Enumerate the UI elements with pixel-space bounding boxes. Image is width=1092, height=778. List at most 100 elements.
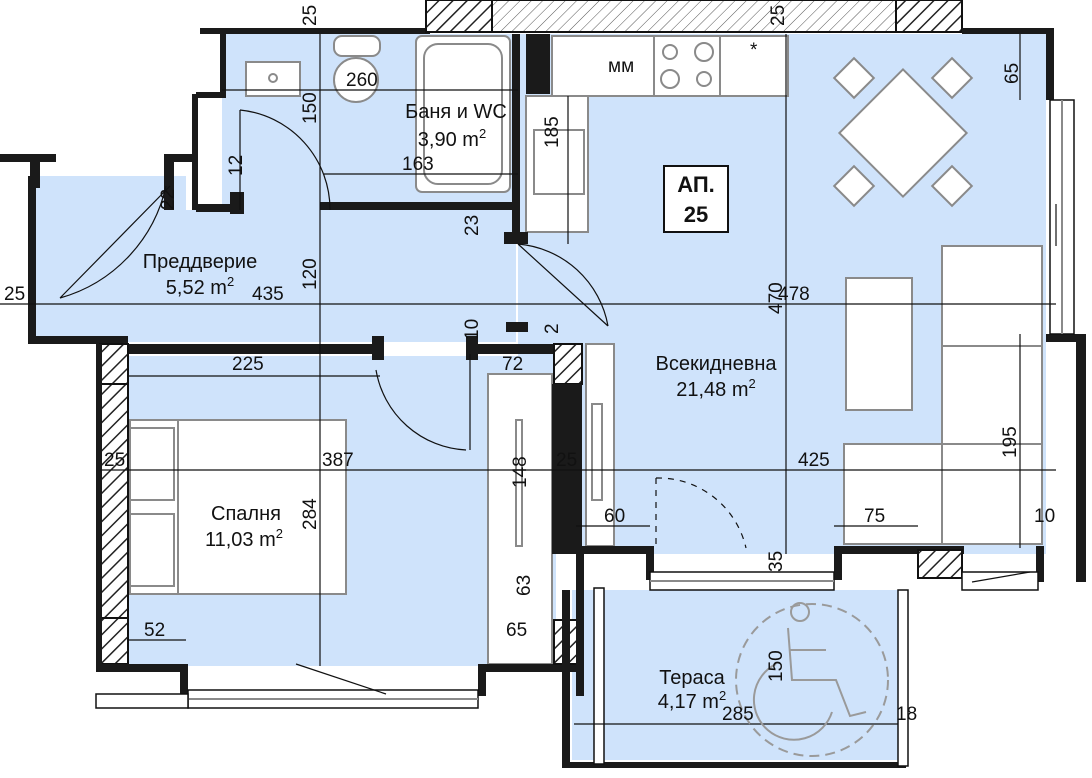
wall-bedroom-bottom <box>96 664 188 672</box>
terrace-rail-right <box>897 589 909 767</box>
room-bedroom-area-sup: 2 <box>276 526 283 541</box>
wall-hall-left-step <box>196 92 226 98</box>
dim-25-top-a: 25 <box>300 5 321 26</box>
unit-label-line1: АП. <box>677 172 715 197</box>
room-living-name: Всекидневна <box>655 353 777 375</box>
column-kitchen <box>504 232 528 244</box>
dim-10-a: 10 <box>462 319 483 340</box>
floor-hall-2 <box>186 210 516 342</box>
wall-bedroom-bottom-r <box>480 664 582 672</box>
appliance-mark: * <box>750 40 758 61</box>
dim-478: 478 <box>778 284 810 305</box>
dim-65-b: 65 <box>506 620 527 641</box>
wall-hall-step-v <box>192 94 198 210</box>
sofa <box>843 245 1043 545</box>
wall-right-bottom <box>1036 546 1044 582</box>
openings <box>59 109 1057 709</box>
dim-10-b: 10 <box>1034 506 1055 527</box>
stove-label: мм <box>608 56 634 77</box>
unit-label-box <box>663 165 729 233</box>
room-living-area-sup: 2 <box>749 376 756 391</box>
wall-top-insulation <box>491 0 897 33</box>
wall-bedroom-bottom-v <box>180 664 188 696</box>
wall-living-bottom-2 <box>834 546 964 554</box>
dim-60: 60 <box>604 506 625 527</box>
room-terrace-area-sup: 2 <box>719 688 726 703</box>
room-bedroom-area-num: 11,03 m <box>205 529 276 551</box>
wall-closet-right <box>552 384 582 550</box>
wall-bedroom-bottom-v2 <box>478 664 486 696</box>
dim-284: 284 <box>300 498 321 530</box>
room-hall-area-sup: 2 <box>227 274 234 289</box>
dim-425: 425 <box>798 450 830 471</box>
wall-hall-top-2 <box>30 154 40 188</box>
dim-22: 22 <box>158 189 179 210</box>
dimension-lines <box>0 34 1056 725</box>
chair-3 <box>832 164 876 208</box>
room-bedroom-area: 11,03 m2 <box>205 526 283 551</box>
wall-living-bottom-3 <box>834 546 842 580</box>
room-bath-name: Баня и WC <box>405 101 507 123</box>
burner-4 <box>696 71 712 87</box>
column-hall <box>506 322 528 332</box>
double-bed <box>129 419 347 595</box>
room-hall-name: Преддверие <box>143 251 257 273</box>
dim-65: 65 <box>1002 63 1023 84</box>
window-bedroom-left-strip <box>95 693 189 709</box>
wall-bedroom-left <box>96 344 102 668</box>
dim-75: 75 <box>864 506 885 527</box>
door-terrace-swing <box>655 477 747 549</box>
room-living-area: 21,48 m2 <box>676 376 756 401</box>
wheelchair-head <box>790 602 810 622</box>
dim-120: 120 <box>300 258 321 290</box>
door-living-swing <box>517 243 609 327</box>
wheelchair-icon <box>735 602 889 757</box>
dim-23: 23 <box>462 215 483 236</box>
room-living-area-num: 21,48 m <box>676 379 748 401</box>
wall-bedroom-hatch-left <box>99 383 129 619</box>
dimension-labels: 25 25 65 260 150 185 163 12 22 23 120 43… <box>4 5 1055 725</box>
wardrobe-rail <box>515 419 523 547</box>
wall-hall-top <box>0 154 56 162</box>
door-entrance-swing <box>59 185 171 299</box>
room-terrace-name: Тераса <box>659 667 725 689</box>
dining-table <box>837 67 969 199</box>
window-living-bottom <box>961 571 1039 591</box>
dim-52: 52 <box>144 620 165 641</box>
dim-63: 63 <box>514 575 535 596</box>
dim-225: 225 <box>232 354 264 375</box>
room-bath-area-sup: 2 <box>479 126 486 141</box>
dim-435: 435 <box>252 284 284 305</box>
coffee-table <box>845 277 913 411</box>
wall-bedroom-top <box>96 344 382 354</box>
wall-living-bottom-4 <box>646 546 654 580</box>
column-bed-door-2 <box>466 336 478 360</box>
door-bath-swing <box>239 109 331 211</box>
tv-unit <box>585 343 615 547</box>
washbasin-drain <box>268 73 278 83</box>
burner-3 <box>660 69 680 89</box>
dim-25-top-b: 25 <box>768 5 789 26</box>
unit-label-line2: 25 <box>684 202 708 227</box>
dim-185: 185 <box>542 116 563 148</box>
wall-living-hatch-bottom <box>917 549 963 579</box>
wall-closet-right-2 <box>576 546 584 696</box>
dim-150-terrace: 150 <box>766 650 787 682</box>
wall-terrace-left <box>562 590 570 768</box>
wall-closet-hatch-1 <box>553 343 583 385</box>
wheelchair-body <box>787 627 867 718</box>
wall-right-mid <box>1076 334 1086 582</box>
dim-470: 470 <box>766 282 787 314</box>
dim-260: 260 <box>346 70 378 91</box>
dim-2: 2 <box>542 323 563 334</box>
wheelchair-wheel <box>752 663 833 741</box>
toilet-bowl <box>333 57 379 103</box>
room-terrace-area: 4,17 m2 <box>658 688 726 713</box>
room-hall-area: 5,52 m2 <box>166 274 234 299</box>
dim-25-mid-b: 25 <box>556 450 577 471</box>
wall-hall-step-v2 <box>164 154 174 210</box>
column-bath-door <box>230 192 244 214</box>
dim-25-mid-a: 25 <box>104 450 125 471</box>
